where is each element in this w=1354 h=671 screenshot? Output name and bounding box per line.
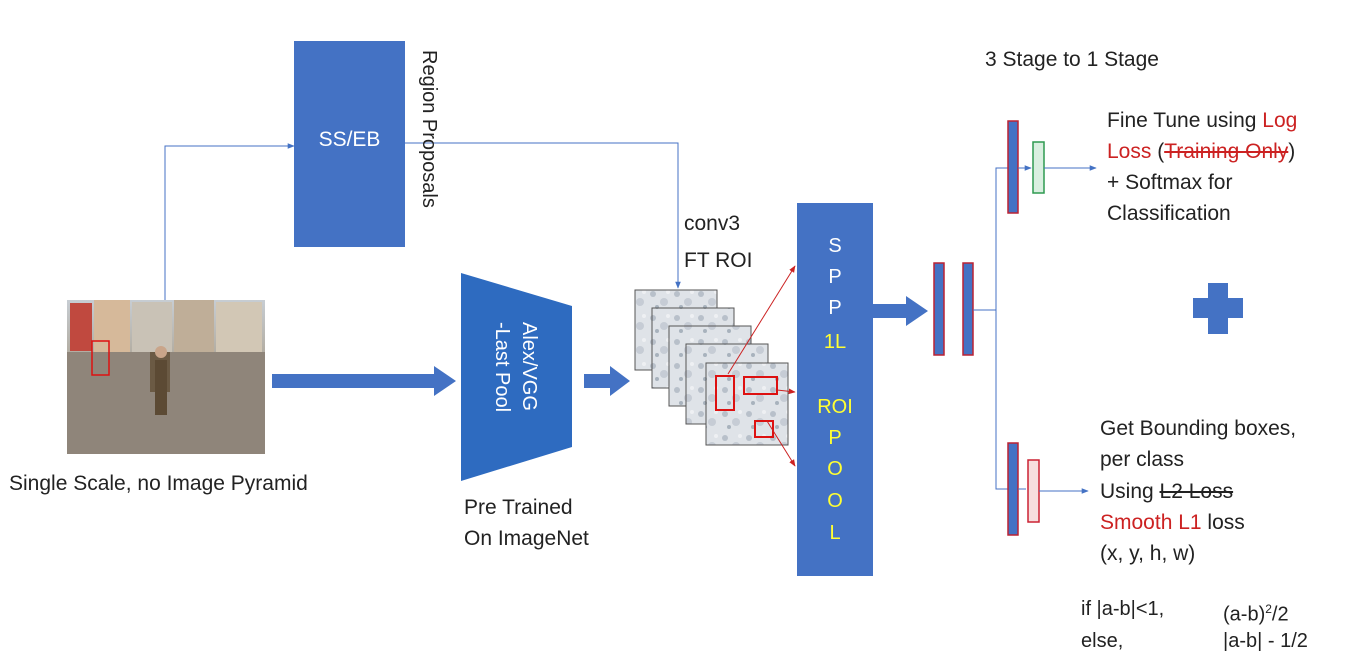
conv-label-line1: conv3: [684, 212, 741, 235]
bbox-regressor-layer: [1027, 459, 1040, 523]
cls-text-line3: + Softmax for: [1107, 171, 1233, 194]
cls-fc-layer: [1007, 120, 1019, 214]
pool-letter-l: L: [829, 522, 841, 544]
formula-expr2: |a-b| - 1/2: [1223, 630, 1308, 652]
cls-text-line2: Loss (Training Only): [1107, 136, 1295, 167]
pool-letter-o2: O: [827, 490, 843, 512]
pretrained-line2: On ImageNet: [464, 527, 589, 550]
pool-letter-p: P: [828, 427, 842, 449]
smooth-l1-word: Smooth L1: [1100, 511, 1202, 534]
spp-letter-s: S: [828, 235, 842, 257]
fc-layer-1: [933, 262, 945, 356]
reg-fc-layer: [1007, 442, 1019, 536]
input-image: [67, 300, 265, 454]
roi-box-2: [743, 376, 778, 395]
backbone-to-fmap-arrow: [584, 366, 630, 396]
open-paren: (: [1151, 140, 1165, 163]
pool-letter-o1: O: [827, 458, 843, 480]
proposals-to-fmap-line: [404, 142, 681, 289]
cls-text-line1: Fine Tune using Log: [1107, 105, 1297, 136]
reg-text-line1: Get Bounding boxes,: [1100, 417, 1297, 440]
backbone-label-line2: -Last Pool: [491, 322, 513, 413]
ss-eb-box: [294, 41, 405, 247]
using-word: Using: [1100, 480, 1160, 503]
reg-text-line5: (x, y, h, w): [1100, 542, 1196, 565]
backbone-label-line1: Alex/VGG: [518, 322, 540, 411]
image-to-ssb-line: [164, 143, 295, 300]
l2-loss-struck: L2 Loss: [1159, 480, 1234, 503]
roi-arrow-bottom: [766, 420, 796, 467]
roi-box-3: [754, 420, 774, 438]
roi-arrow-top: [727, 265, 796, 375]
formula-expr1-rest: /2: [1271, 603, 1289, 626]
roi-box-1: [715, 375, 735, 411]
reg-text-line4: Smooth L1 loss: [1100, 507, 1245, 538]
formula-cond1: if |a-b|<1,: [1081, 598, 1165, 620]
spp-1l-label: 1L: [823, 331, 847, 353]
loss-word-2: loss: [1201, 511, 1245, 534]
spp-letter-p1: P: [828, 266, 842, 288]
reg-text-line2: per class: [1100, 448, 1185, 471]
plus-icon: [1193, 283, 1243, 334]
pretrained-line1: Pre Trained: [464, 496, 573, 519]
pool-to-fc-arrow: [869, 296, 928, 326]
log-word: Log: [1262, 109, 1298, 132]
formula-expr1: (a-b)2/2: [1223, 594, 1289, 631]
spp-letter-p2: P: [828, 297, 842, 319]
formula-exponent: 2: [1265, 602, 1272, 616]
cls-text-line1a: Fine Tune using: [1107, 109, 1263, 132]
loss-word: Loss: [1107, 140, 1152, 163]
roi-label: ROI: [817, 396, 853, 418]
image-to-backbone-arrow: [272, 366, 456, 396]
reg-text-line3: Using L2 Loss: [1100, 476, 1233, 507]
roi-arrow-mid: [776, 388, 796, 395]
formula-expr1-base: (a-b): [1223, 603, 1266, 626]
cls-text-line4: Classification: [1107, 202, 1231, 225]
branch-split-line: [995, 167, 1008, 490]
ss-eb-label: SS/EB: [318, 128, 381, 151]
softmax-layer: [1032, 141, 1045, 194]
backbone-trapezoid: [461, 273, 572, 481]
formula-cond2: else,: [1081, 630, 1124, 652]
feature-map-stack: [634, 289, 789, 446]
spp-roi-pool-column: [797, 203, 873, 576]
training-only-struck: Training Only: [1164, 140, 1289, 163]
fc-layer-2: [962, 262, 974, 356]
conv-label-line2: FT ROI: [684, 249, 753, 272]
input-caption: Single Scale, no Image Pyramid: [9, 472, 308, 495]
diagram-title: 3 Stage to 1 Stage: [985, 48, 1159, 71]
region-proposals-label: Region Proposals: [418, 50, 440, 208]
close-paren: ): [1288, 140, 1296, 163]
